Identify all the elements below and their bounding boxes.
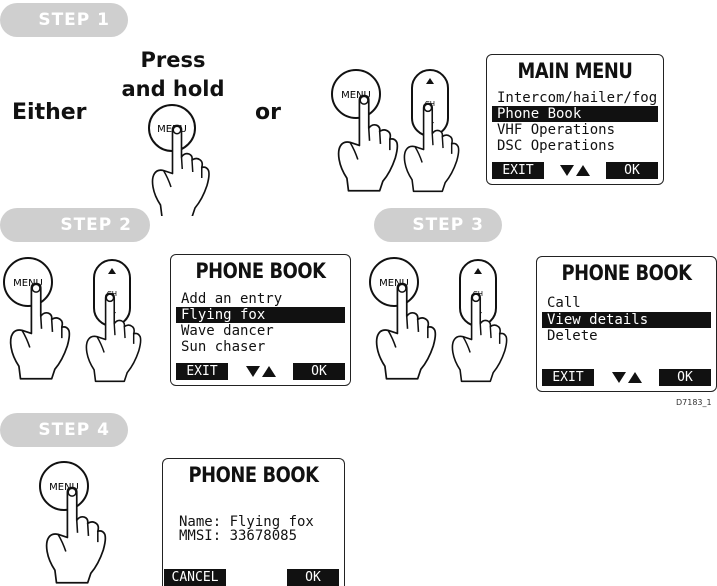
step-3-label: STEP 3	[412, 208, 484, 242]
or-label: or	[255, 100, 281, 125]
step-1-badge: STEP 1	[0, 3, 128, 37]
either-label: Either	[12, 100, 87, 125]
figure-code: D7183_1	[676, 398, 712, 407]
up-down-arrows-icon[interactable]	[610, 370, 644, 385]
step-3-menu-illustration: MENU	[366, 256, 452, 380]
phone-book-details-screen: PHONE BOOK Name: Flying fox MMSI: 336780…	[162, 458, 345, 586]
up-down-arrows-icon[interactable]	[558, 163, 592, 178]
step-2-label: STEP 2	[60, 208, 132, 242]
ok-softkey[interactable]: OK	[606, 162, 658, 179]
entry-add[interactable]: Add an entry	[179, 291, 342, 307]
step-3-badge: STEP 3	[374, 208, 502, 242]
step-4-menu-illustration: MENU	[36, 460, 122, 584]
entry-name: Name: Flying fox	[179, 515, 314, 529]
exit-softkey[interactable]: EXIT	[492, 162, 544, 179]
action-delete[interactable]: Delete	[545, 328, 708, 344]
step-3-channel-illustration: CH	[446, 258, 526, 386]
ok-softkey[interactable]: OK	[659, 369, 711, 386]
softkey-bar: EXIT OK	[176, 363, 345, 380]
main-menu-title: MAIN MENU	[500, 59, 650, 83]
menu-item-phone-book[interactable]: Phone Book	[492, 106, 658, 122]
action-call[interactable]: Call	[545, 295, 708, 311]
entry-flying-fox[interactable]: Flying fox	[176, 307, 345, 323]
exit-softkey[interactable]: EXIT	[176, 363, 228, 380]
cancel-softkey[interactable]: CANCEL	[164, 569, 226, 586]
menu-item-vhf[interactable]: VHF Operations	[495, 122, 655, 138]
press-hold-label: Press and hold	[116, 46, 230, 104]
phone-book-title: PHONE BOOK	[177, 463, 331, 487]
phone-book-title: PHONE BOOK	[550, 261, 702, 285]
softkey-bar: EXIT OK	[542, 369, 711, 386]
softkey-bar: EXIT OK	[492, 162, 658, 179]
press-hold-menu-illustration: MENU	[140, 104, 230, 216]
entry-sun-chaser[interactable]: Sun chaser	[179, 339, 342, 355]
menu-item-dsc[interactable]: DSC Operations	[495, 138, 655, 154]
step-2-menu-illustration: MENU	[0, 256, 86, 380]
channel-rocker-illustration: CH	[398, 68, 478, 196]
menu-item-intercom[interactable]: Intercom/hailer/fog	[495, 90, 655, 106]
phone-book-list-screen: PHONE BOOK Add an entry Flying fox Wave …	[170, 254, 351, 386]
exit-softkey[interactable]: EXIT	[542, 369, 594, 386]
step-4-label: STEP 4	[38, 413, 110, 447]
ok-softkey[interactable]: OK	[287, 569, 339, 586]
action-view-details[interactable]: View details	[542, 312, 711, 328]
main-menu-screen: MAIN MENU Intercom/hailer/fog Phone Book…	[486, 54, 664, 185]
softkey-bar: CANCEL OK	[168, 569, 339, 586]
step-1-label: STEP 1	[38, 3, 110, 37]
entry-mmsi: MMSI: 33678085	[179, 529, 297, 543]
ok-softkey[interactable]: OK	[293, 363, 345, 380]
step-2-badge: STEP 2	[0, 208, 150, 242]
entry-wave-dancer[interactable]: Wave dancer	[179, 323, 342, 339]
step-4-badge: STEP 4	[0, 413, 128, 447]
step-2-channel-illustration: CH	[80, 258, 160, 386]
up-down-arrows-icon[interactable]	[244, 364, 278, 379]
phone-book-title: PHONE BOOK	[184, 259, 336, 283]
phone-book-actions-screen: PHONE BOOK Call View details Delete EXIT…	[536, 256, 717, 392]
